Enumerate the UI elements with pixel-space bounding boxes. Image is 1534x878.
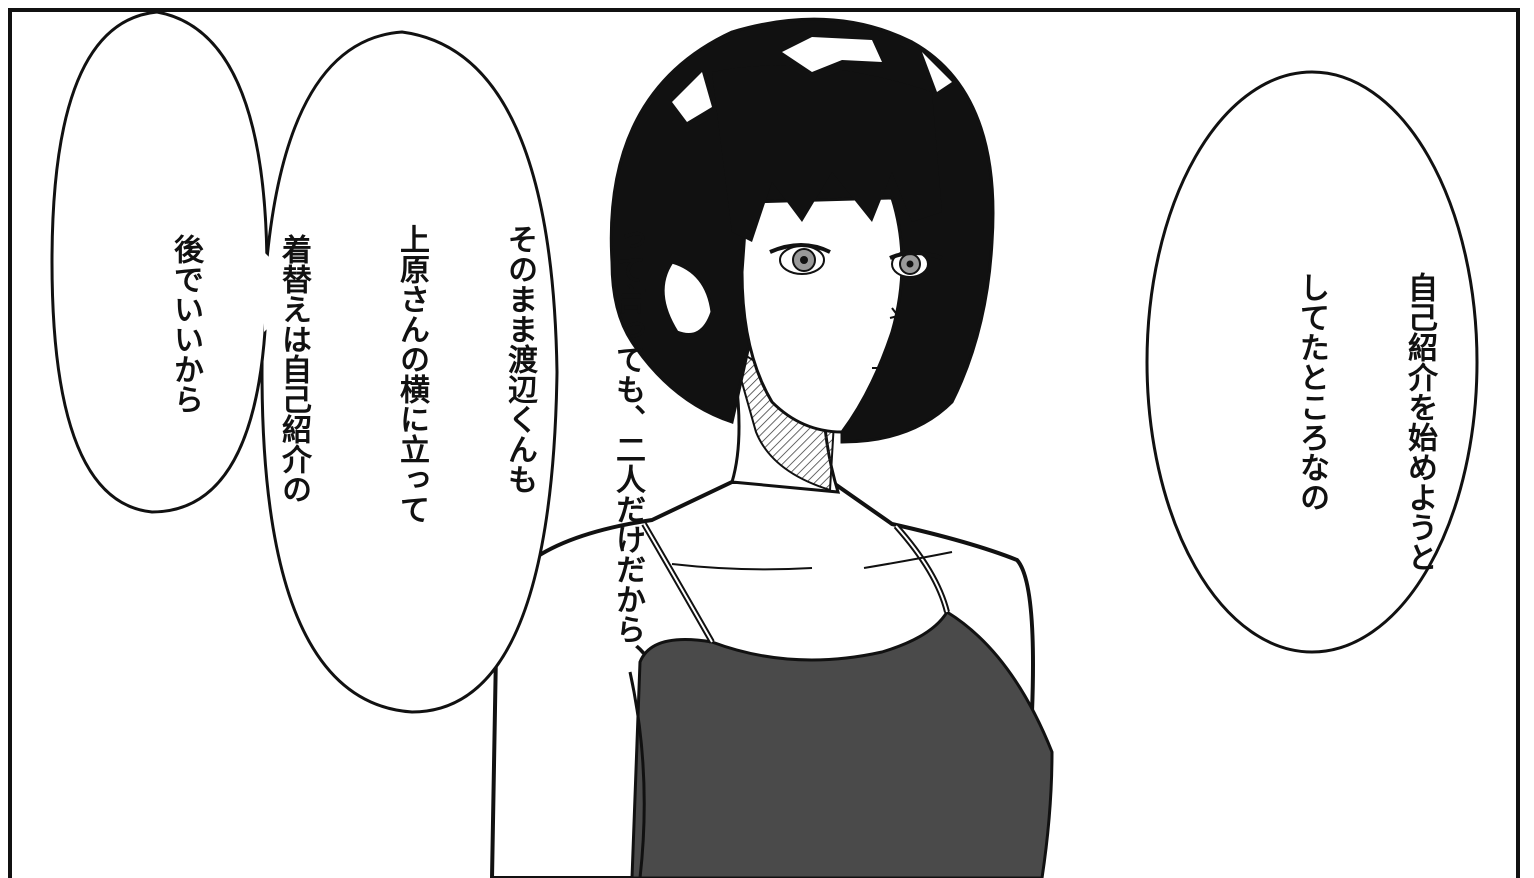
bubble-right-line-1: ちょうど新入部員の [1510,272,1520,542]
bubble-middle-line-2: そのまま渡辺くんも [502,224,537,494]
bubble-left-line-2: 後でいいから [168,234,203,414]
nose [889,307,900,319]
hair-highlight-3 [922,52,952,92]
hair-highlight-2 [672,72,712,122]
collarbone-right [863,551,953,569]
left-eyelid [769,243,831,254]
bubble-right-line-2: 自己紹介を始めようと [1402,272,1437,572]
bubble-middle-text: って言っても、二人だけだから、 そのまま渡辺くんも 上原さんの横に立って [330,84,708,684]
manga-panel: ちょうど新入部員の 自己紹介を始めようと してたところなの って言っても、二人だ… [8,8,1520,878]
bangs [712,65,942,242]
character-illustration [50,12,1479,878]
bubble-right-line-3: してたところなの [1294,272,1329,512]
arm-line [628,671,646,878]
ear [661,260,714,336]
bubble-left-text: 着替えは自己紹介の 後でいいから [104,94,374,504]
collarbone-left [671,563,813,571]
bubble-middle-line-1: って言っても、二人だけだから、 [610,224,645,674]
bubble-middle-shape [260,30,559,714]
left-pupil [800,256,808,264]
left-strap-inner [643,523,713,643]
bubble-left-line-1: 着替えは自己紹介の [276,234,311,504]
bubble-left-shape [50,12,269,514]
right-eyelid [889,251,943,260]
right-pupil [906,260,914,268]
bubble-right-shape [1145,70,1479,654]
right-strap-inner [895,525,948,613]
bubble-right-text: ちょうど新入部員の 自己紹介を始めようと してたところなの [1230,132,1520,602]
bubble-connector [264,252,274,332]
bubble-middle-line-3: 上原さんの横に立って [394,224,429,524]
hair-highlight-1 [782,37,882,72]
